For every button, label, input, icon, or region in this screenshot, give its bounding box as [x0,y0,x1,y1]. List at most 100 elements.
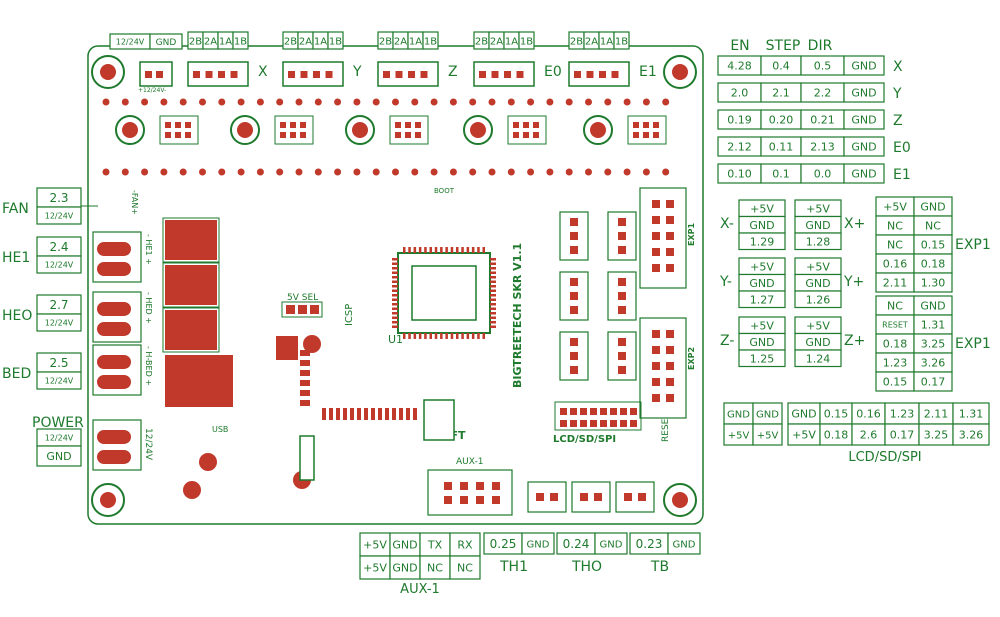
exp-socket [639,187,687,289]
mcu-pin [413,333,417,339]
driver-pot-pad [122,122,138,138]
exp-pin [666,232,674,240]
header-pad [662,98,670,106]
driver-axis-label: X [893,59,903,75]
driver-pin-cell: 0.19 [727,114,752,127]
header-pad [585,98,592,106]
jumper-pad [653,122,659,128]
header-pad [604,98,612,106]
lcd-pin [600,408,607,415]
mcu-pin [450,247,454,253]
exp-pin [652,248,660,256]
pwr-board-label: 12/24V [143,428,153,461]
connector-pin [383,71,390,78]
exp-cell: GND [920,201,945,214]
endstop-pin [570,232,578,240]
mosfet-outline [162,307,220,353]
driver-pin-cell: GND [851,141,876,154]
output-pin: 2.3 [49,191,68,205]
endstop-minus-cell: +5V [750,202,774,215]
endstop-label: Z- [720,333,734,349]
mcu-pin [392,298,398,301]
lcd-small-cell: GND [727,409,750,420]
driver-pin-cell: 2.2 [814,87,832,100]
driver-pin-cell-box [843,82,885,103]
endstop-minus-cell: 1.29 [750,235,775,248]
exp-cell: 0.17 [921,376,946,389]
mosfet [165,265,217,305]
mcu-pin [429,247,432,253]
header-pad [218,98,226,106]
terminal-screw [97,302,131,316]
exp-cell: 3.25 [921,338,946,351]
mcu-pin [461,247,464,253]
reset-board-label: RESET [661,413,671,442]
therm-gnd-cell-box [667,532,701,555]
header-pad [295,168,303,176]
lcd-pin [610,420,617,427]
lcd-pin [620,420,627,427]
driver-pin-cell: 0.20 [769,114,794,127]
exp-pin [666,200,674,208]
mcu-pin [429,333,432,339]
connector-pin [325,71,333,78]
header-pad [507,98,515,106]
header-pad [199,98,206,106]
therm-pin [594,493,602,501]
driver-header-step: STEP [766,38,801,54]
jumper-pad [405,122,411,128]
jumper-frame [159,115,199,145]
header-pad [392,168,399,176]
lcd-pin [580,408,587,415]
header-pad [179,168,187,176]
lcd-small-cell: +5V [728,430,750,441]
lcd-big-cell-box [952,423,990,446]
lcd-big-cell: +5V [792,429,816,442]
jumper-pad [280,122,286,128]
lcd-label: LCD/SD/SPI [848,450,921,465]
endstop-pin [618,278,626,286]
aux-cell: GND [392,562,417,575]
sel-pin [286,305,295,314]
output-name-bed: BED [2,366,31,382]
lcd-big-cell: 3.25 [924,429,949,442]
lcd-big-cell: 3.26 [959,429,984,442]
output-voltage: 12/24V [45,212,74,221]
jumper-pad [405,132,411,138]
power-in-gnd-box [36,445,82,467]
therm-socket [527,481,567,513]
exp-pin [652,232,660,240]
header-pad [469,98,477,106]
mount-pad [672,64,688,80]
jumper-pad [290,132,296,138]
diode-d2 [299,435,315,481]
header-pad [623,168,631,176]
driver-pin-cell: 0.1 [772,168,790,181]
motor-pin-z: 1B [424,36,437,47]
exp-pin [652,264,660,272]
lcd-pin [610,408,617,415]
endstop-label: Z+ [844,333,865,349]
therm-gnd-cell: GND [600,539,623,550]
mcu-pin [392,325,398,328]
exp-cell: 1.31 [921,319,946,332]
small-pad [357,408,361,420]
mcu-pin [403,333,406,339]
mcu-label: U1 [388,333,403,346]
header-pad [353,98,361,106]
jumper-pad [533,132,539,138]
connector-pin [300,71,308,78]
endstop-pin [570,278,578,286]
small-pad [300,400,310,406]
therm-pin [550,493,558,501]
header-pad [179,98,187,106]
connector-pin [586,71,594,78]
usb-label: USB [212,425,228,434]
header-pad [565,98,573,106]
header-pad [334,98,342,106]
endstop-plus-cell: GND [805,219,830,232]
driver-pot-pad [470,122,486,138]
jumper-pad [185,132,191,138]
aux-pin [476,482,484,490]
mcu-pin [456,247,459,253]
